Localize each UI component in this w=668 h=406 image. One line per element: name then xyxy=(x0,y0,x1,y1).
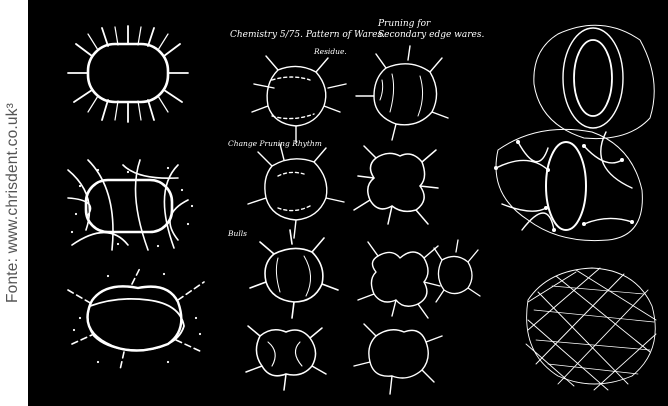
rosette-sketch-8 xyxy=(246,326,326,390)
organic-ring-sketch xyxy=(534,25,654,138)
oval-weave-sketch xyxy=(68,160,193,250)
note-bulls: Bulls xyxy=(227,229,247,238)
note-chemistry: Chemistry 5/75. Pattern of Wares. xyxy=(230,30,385,40)
rosette-sketch-3 xyxy=(248,144,344,238)
sketch-board: Chemistry 5/75. Pattern of Wares. Prunin… xyxy=(28,0,668,406)
oval-braid-sketch xyxy=(68,268,204,370)
credit-text: Fonte: www.chrisdent.co.uk³ xyxy=(4,103,22,303)
rosette-sketch-5 xyxy=(250,230,338,318)
rosette-sketch-2 xyxy=(356,46,448,140)
rosette-sketch-9 xyxy=(354,324,442,394)
rosette-sketch-7 xyxy=(434,240,480,302)
note-pruning: Pruning for xyxy=(377,19,431,29)
rosette-sketch-1 xyxy=(252,56,346,142)
organic-lattice-sketch xyxy=(526,268,656,390)
rosette-sketch-6 xyxy=(358,242,440,318)
sketch-canvas: Chemistry 5/75. Pattern of Wares. Prunin… xyxy=(28,0,668,406)
credit-strip: Fonte: www.chrisdent.co.uk³ xyxy=(0,0,26,406)
note-change-pruning: Change Pruning Rhythm xyxy=(228,139,322,148)
note-residue: Residue. xyxy=(313,47,347,56)
oval-radial-sketch xyxy=(68,26,188,122)
rosette-sketch-4 xyxy=(354,146,438,224)
organic-weave-sketch xyxy=(494,129,642,240)
note-secondary: Secondary edge wares. xyxy=(378,30,484,40)
